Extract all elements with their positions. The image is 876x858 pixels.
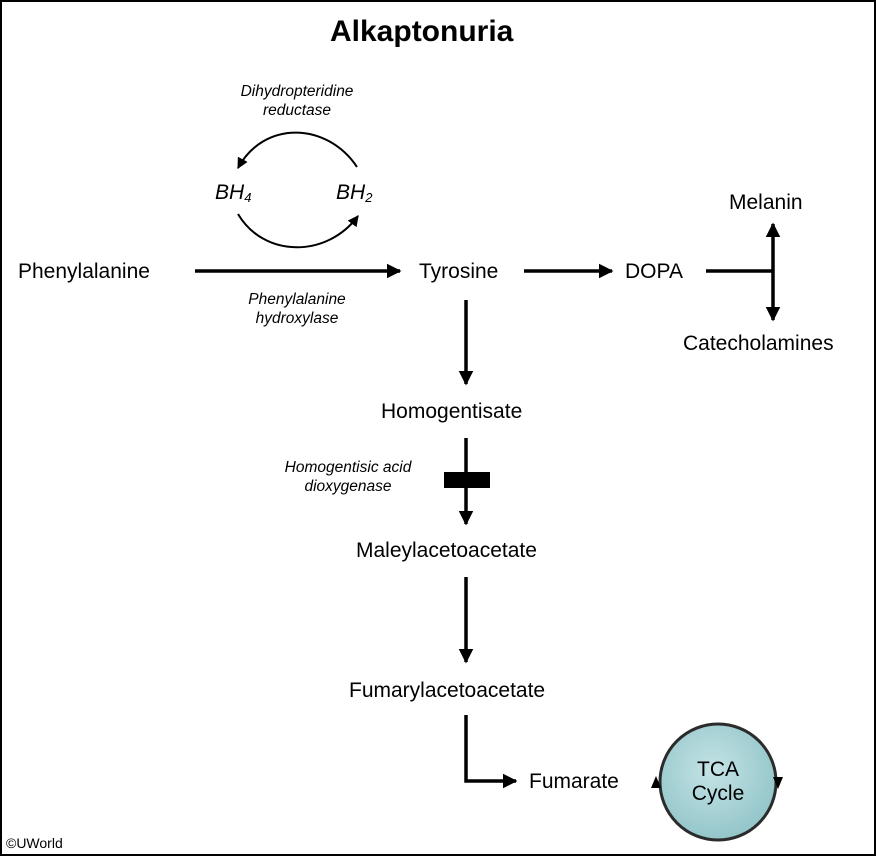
cofactor-base: BH xyxy=(336,181,366,204)
enzyme-line: Phenylalanine xyxy=(248,291,346,308)
node-melanin: Melanin xyxy=(729,191,803,214)
enzyme-line: dioxygenase xyxy=(304,478,392,496)
node-dopa: DOPA xyxy=(625,260,683,283)
node-fumarylacetoacetate: Fumarylacetoacetate xyxy=(349,679,546,702)
node-homogentisate: Homogentisate xyxy=(381,400,523,423)
label-homogentisic-acid-dioxygenase: Homogentisic acid dioxygenase xyxy=(258,458,438,497)
tca-cycle-arrow-right xyxy=(773,777,783,789)
tca-cycle-label: TCA Cycle xyxy=(668,758,768,806)
cofactor-base: BH xyxy=(215,181,245,204)
copyright-label: ©UWorld xyxy=(6,835,63,851)
cofactor-arc-bh4-to-bh2 xyxy=(237,213,359,249)
node-fumarate: Fumarate xyxy=(529,770,619,793)
enzyme-line: reductase xyxy=(262,102,332,120)
node-phenylalanine: Phenylalanine xyxy=(18,260,150,283)
diagram-title: Alkaptonuria xyxy=(330,15,514,48)
tca-line: TCA xyxy=(697,758,739,781)
tca-line: Cycle xyxy=(691,782,745,806)
enzyme-line: Homogentisic acid xyxy=(284,459,412,476)
node-catecholamines: Catecholamines xyxy=(683,332,834,355)
enzyme-line: hydroxylase xyxy=(255,310,339,328)
label-phenylalanine-hydroxylase: Phenylalanine hydroxylase xyxy=(212,290,382,329)
node-tyrosine: Tyrosine xyxy=(419,260,499,283)
cofactor-subscript: 2 xyxy=(365,190,373,205)
cofactor-arc-bh2-to-bh4 xyxy=(237,131,358,169)
tca-cycle-arrow-left xyxy=(651,776,661,788)
node-maleylacetoacetate: Maleylacetoacetate xyxy=(356,539,537,562)
cofactor-bh4: BH4 xyxy=(215,182,251,204)
cofactor-subscript: 4 xyxy=(244,190,252,205)
enzyme-line: Dihydropteridine xyxy=(240,83,354,100)
arrow-fumarylacetoacetate-to-fumarate xyxy=(464,715,518,789)
enzyme-block-bar xyxy=(444,472,490,488)
label-dihydropteridine-reductase: Dihydropteridine reductase xyxy=(212,82,382,121)
cofactor-bh2: BH2 xyxy=(336,182,372,204)
